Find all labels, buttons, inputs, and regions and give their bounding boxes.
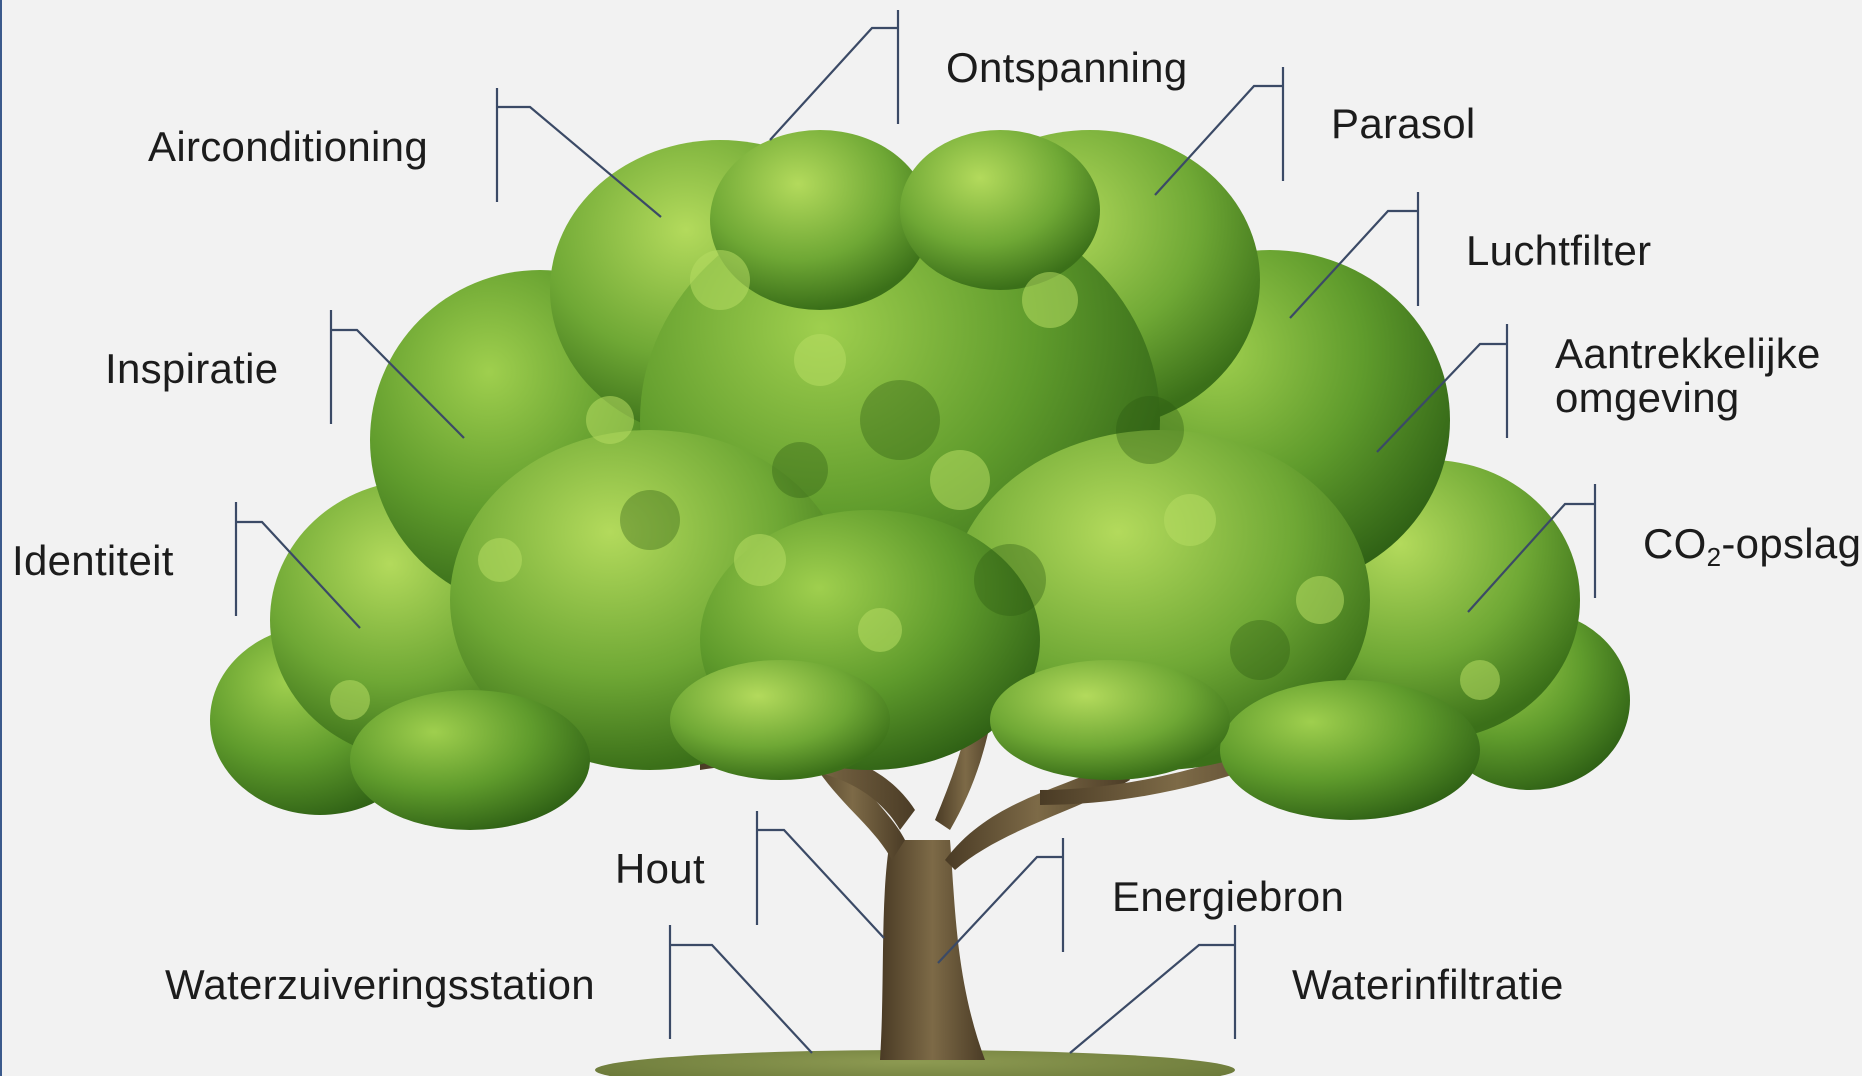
callout-identiteit — [234, 502, 361, 629]
callout-ontspanning — [769, 10, 900, 141]
callout-waterinfiltratie — [1069, 925, 1237, 1054]
label-parasol: Parasol — [1331, 100, 1476, 147]
label-aantrekkelijke-line1: Aantrekkelijke — [1555, 330, 1821, 377]
callout-lines — [234, 10, 1597, 1054]
label-co2-opslag: CO2-opslag — [1643, 520, 1862, 570]
callout-energiebron — [937, 838, 1065, 964]
left-border-rule — [0, 0, 2, 1076]
label-waterzuiveringsstation: Waterzuiveringsstation — [165, 961, 595, 1008]
label-energiebron: Energiebron — [1112, 873, 1345, 920]
label-co2-suffix: -opslag — [1721, 520, 1862, 567]
label-waterinfiltratie: Waterinfiltratie — [1292, 961, 1564, 1008]
callout-co2 — [1467, 484, 1597, 613]
label-inspiratie: Inspiratie — [105, 345, 279, 392]
label-identiteit: Identiteit — [12, 537, 174, 584]
callout-parasol — [1154, 67, 1285, 196]
callout-airconditioning — [495, 88, 662, 218]
label-co2-prefix: CO — [1643, 520, 1707, 567]
label-aantrekkelijke-line2: omgeving — [1555, 374, 1740, 422]
tree-canopy — [210, 130, 1630, 830]
label-ontspanning: Ontspanning — [946, 44, 1188, 91]
label-airconditioning: Airconditioning — [148, 123, 429, 170]
label-luchtfilter: Luchtfilter — [1466, 227, 1652, 274]
callout-waterzuiveringsstation — [668, 925, 813, 1054]
callout-luchtfilter — [1289, 192, 1420, 319]
label-hout: Hout — [615, 845, 705, 892]
label-aantrekkelijke-omgeving: Aantrekkelijke omgeving — [1555, 330, 1821, 422]
callout-inspiratie — [329, 310, 465, 439]
callout-aantrekkelijke — [1376, 324, 1509, 453]
label-co2-sub: 2 — [1706, 542, 1722, 572]
callout-hout — [755, 811, 885, 939]
ground — [595, 1050, 1235, 1076]
